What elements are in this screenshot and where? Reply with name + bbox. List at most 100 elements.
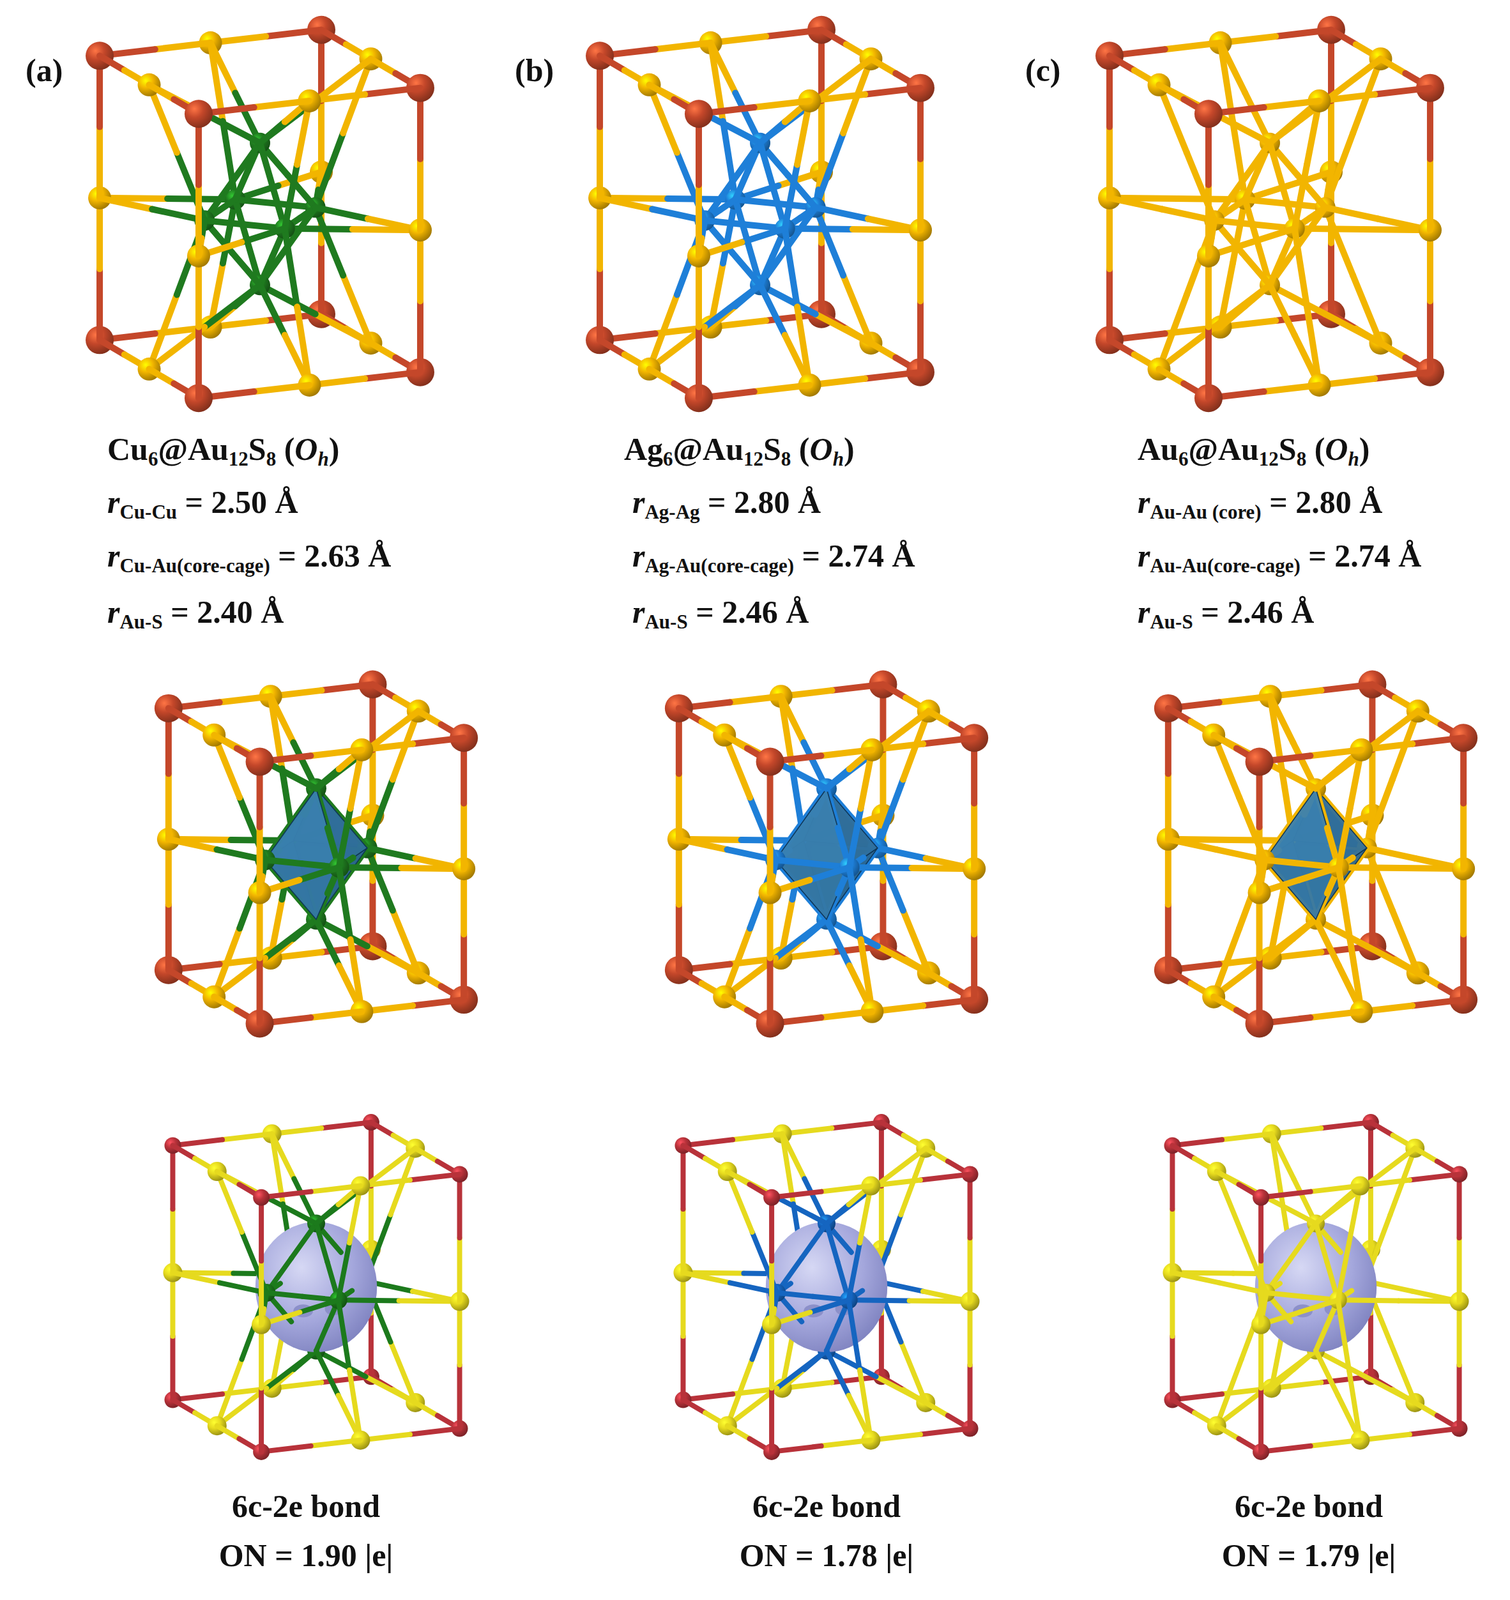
bond-stick [655,42,711,50]
bond-stick [1325,133,1353,208]
bond-stick [1338,808,1351,868]
octahedron-face [1264,788,1339,868]
bond-stick [704,113,761,143]
bond-stick [1366,945,1419,973]
bond-stick [878,1186,885,1251]
formula-element: S [1278,431,1297,467]
bond-stick [256,827,264,893]
bond-stick [682,1273,730,1284]
bond-stick [315,207,368,220]
bond-stick [219,696,271,702]
bond-stick [168,839,218,850]
formula-element: @Au [157,431,229,467]
bond-stick [678,839,728,850]
point-group-subscript: h [317,447,329,471]
bond-stick [922,999,975,1006]
bond-stick [848,1243,860,1300]
bond-stick [1265,1197,1316,1224]
bond-stick [776,1292,813,1297]
bond-stick [1165,42,1221,50]
bond-stick [321,684,374,691]
bond-stick [1315,1204,1339,1224]
bond-stick [815,207,844,276]
bond-stick [760,256,773,285]
bond-stick [410,1174,460,1180]
bond-stick [204,113,260,143]
bond-stick [311,1186,361,1192]
bond-stick [370,58,396,74]
formula-paren: ( [790,431,810,467]
distance-subscript: Ag-Au(core-cage) [644,554,794,577]
distance-subscript: Au-S [644,610,688,633]
bond-stick [1205,184,1212,256]
distance-value: = 2.63 Å [270,537,392,574]
bond-stick [797,306,810,386]
distance-value: = 2.74 Å [1300,537,1422,574]
bond-stick [460,934,467,1000]
bond-stick [1310,1011,1362,1018]
bond-stick [864,372,921,379]
isosurface [255,1221,377,1353]
structure-label: rCu-Au(core-cage) = 2.63 Å [107,536,391,575]
bond-stick [1169,1336,1175,1401]
bond-stick [826,919,850,966]
formula-subscript: 12 [1258,447,1279,471]
bond-stick [217,1425,240,1439]
bond-stick [1213,997,1237,1011]
bond-stick [316,919,340,966]
panel-letter: (c) [1025,51,1061,90]
formula-paren: ) [843,431,855,467]
formula-paren: ( [275,431,295,467]
bond-stick [217,1171,240,1185]
bond-label: 6c-2e bond [231,1487,381,1526]
point-group-subscript: h [1347,447,1359,471]
distance-symbol: r [107,537,120,574]
bond-stick [367,779,393,849]
bond-stick [928,710,952,725]
bond-stick [1349,1370,1360,1441]
distance-symbol: r [107,484,120,520]
bond-stick [1366,848,1416,859]
bond-stick [881,1122,904,1136]
bond-stick [367,848,416,859]
bond-stick [1220,42,1246,93]
label-text: 6c-2e bond [1234,1488,1383,1525]
bond-stick [879,749,886,816]
isosurface [765,1221,888,1353]
bond-stick [265,30,322,37]
bond-stick [1418,710,1442,725]
bond-stick [815,207,869,220]
distance-symbol: r [1137,537,1150,574]
panel-letter: (b) [514,51,554,90]
bond-stick [760,143,773,186]
bond-stick [801,1223,827,1258]
bond-stick [1159,369,1185,384]
bond-stick [210,42,236,93]
distance-symbol: r [632,594,645,630]
bond-stick [826,769,850,789]
bond-stick [599,339,625,355]
bond-stick [1315,769,1339,789]
bond-stick [1216,1171,1242,1233]
bond-stick [149,294,177,369]
bond-stick [1264,919,1316,959]
bond-stick [369,749,376,816]
bond-stick [765,30,822,37]
bond-stick [820,749,872,756]
bond-stick [1165,773,1172,839]
bond-stick [809,1299,849,1312]
bond-stick [704,220,745,225]
bond-stick [339,867,351,940]
bond-stick [412,999,464,1006]
cluster-structure [585,15,935,412]
bond-stick [1325,207,1378,220]
bond-stick [1412,737,1464,744]
bond-stick [1172,1145,1195,1159]
distance-subscript: Ag-Ag [644,500,700,524]
distance-subscript: Au-Au(core-cage) [1149,554,1300,577]
bond-stick [682,1400,706,1413]
bond-stick [372,684,396,699]
bond-stick [368,1122,374,1187]
structure-label: rAu-Au(core-cage) = 2.74 Å [1137,536,1422,575]
distance-subscript: Cu-Cu [119,500,177,524]
